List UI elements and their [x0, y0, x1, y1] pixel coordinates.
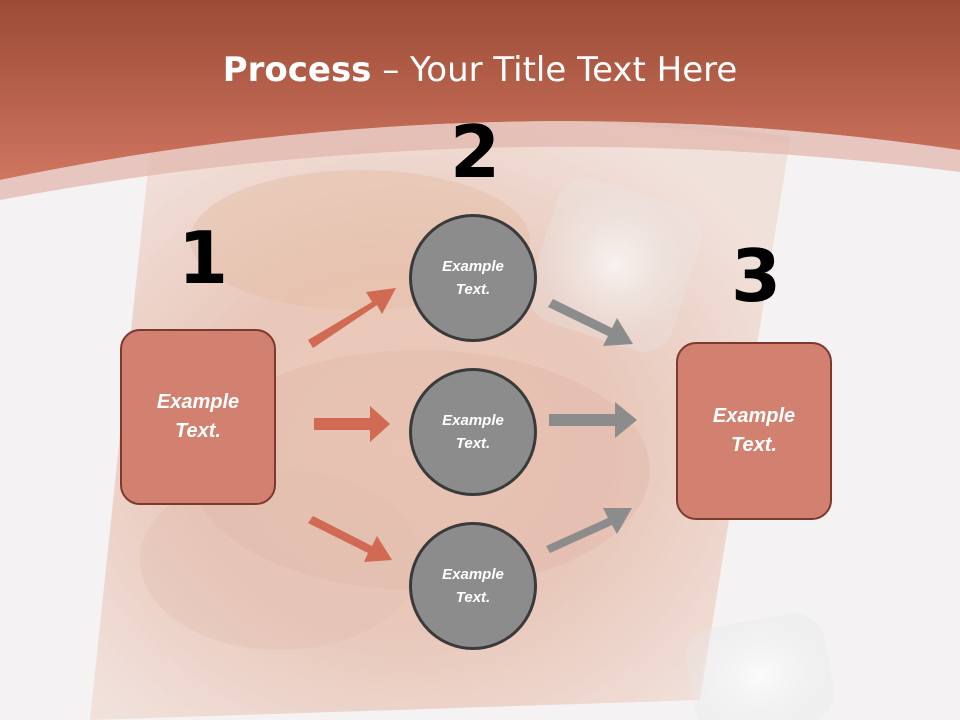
step-3-label: Example Text.: [712, 405, 796, 456]
title-bold: Process: [222, 50, 372, 90]
step-number-3: 3: [731, 234, 782, 318]
step-1-box: Example Text.: [120, 329, 276, 505]
step-3-box: Example Text.: [676, 342, 832, 520]
arrow-right-lower: [546, 508, 632, 553]
arrow-right-middle: [549, 402, 637, 438]
step-2-circle-top: Example Text.: [409, 214, 537, 342]
arrow-left-upper: [308, 288, 396, 348]
step-1-label: Example Text.: [156, 391, 240, 442]
arrow-left-middle: [314, 406, 390, 442]
step-number-2: 2: [450, 110, 501, 194]
step-2-circle-bottom: Example Text.: [409, 522, 537, 650]
arrow-left-lower: [308, 516, 392, 562]
title-rest: – Your Title Text Here: [371, 50, 738, 90]
page-title: Process – Your Title Text Here: [0, 50, 960, 90]
step-2-label-top: Example Text.: [442, 258, 504, 298]
step-2-label-bottom: Example Text.: [442, 566, 504, 606]
step-2-circle-middle: Example Text.: [409, 368, 537, 496]
step-number-1: 1: [178, 216, 229, 300]
step-2-label-middle: Example Text.: [442, 412, 504, 452]
arrow-right-upper: [548, 299, 633, 346]
